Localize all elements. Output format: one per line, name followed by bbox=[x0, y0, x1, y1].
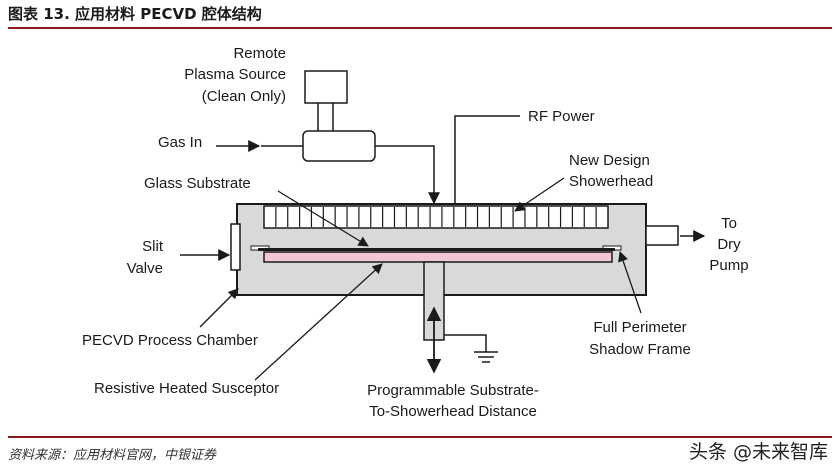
showerhead-holes bbox=[275, 207, 597, 227]
gas-feed-line bbox=[375, 145, 440, 205]
watermark: 头条 @未来智库 bbox=[688, 441, 828, 463]
label-to-dry-pump-1: To bbox=[721, 215, 737, 232]
label-glass-substrate: Glass Substrate bbox=[144, 175, 251, 192]
label-remote-plasma-3: (Clean Only) bbox=[202, 88, 286, 105]
showerhead bbox=[263, 205, 609, 229]
susceptor bbox=[263, 251, 613, 263]
pump-port bbox=[645, 225, 679, 246]
label-chamber: PECVD Process Chamber bbox=[82, 332, 258, 349]
chamber-leader bbox=[199, 288, 239, 328]
label-to-dry-pump-3: Pump bbox=[709, 257, 748, 274]
slit-valve bbox=[230, 223, 241, 271]
label-shadow-frame-1: Full Perimeter bbox=[593, 319, 686, 336]
label-showerhead-2: Showerhead bbox=[569, 173, 653, 190]
pecvd-chamber-diagram: Remote Plasma Source (Clean Only) Gas In… bbox=[82, 45, 749, 420]
label-slit-valve-2: Valve bbox=[127, 260, 163, 277]
label-gas-in: Gas In bbox=[158, 134, 202, 151]
shadow-frame-leader bbox=[618, 251, 642, 314]
source-note: 资料来源：应用材料官网，中银证券 bbox=[8, 448, 217, 463]
ground-wire bbox=[444, 334, 487, 352]
label-distance-1: Programmable Substrate- bbox=[367, 382, 539, 399]
showerhead-leader bbox=[514, 177, 565, 212]
label-remote-plasma-1: Remote bbox=[233, 45, 286, 62]
remote-plasma-box bbox=[304, 70, 348, 104]
glass-substrate bbox=[258, 248, 615, 251]
label-remote-plasma-2: Plasma Source bbox=[184, 66, 286, 83]
ground-icon bbox=[474, 351, 498, 363]
label-rf-power: RF Power bbox=[528, 108, 595, 125]
susceptor-leader bbox=[254, 263, 383, 381]
title-rule bbox=[8, 27, 832, 29]
label-distance-2: To-Showerhead Distance bbox=[369, 403, 537, 420]
label-showerhead-1: New Design bbox=[569, 152, 650, 169]
rf-power-line bbox=[454, 115, 520, 203]
gas-mixer-box bbox=[302, 130, 376, 162]
label-shadow-frame-2: Shadow Frame bbox=[589, 341, 691, 358]
figure-title: 图表 13. 应用材料 PECVD 腔体结构 bbox=[8, 5, 262, 23]
label-susceptor: Resistive Heated Susceptor bbox=[94, 380, 279, 397]
label-slit-valve-1: Slit bbox=[142, 238, 164, 255]
footer-rule bbox=[8, 436, 832, 438]
glass-leader bbox=[277, 190, 369, 247]
label-to-dry-pump-2: Dry bbox=[717, 236, 741, 253]
